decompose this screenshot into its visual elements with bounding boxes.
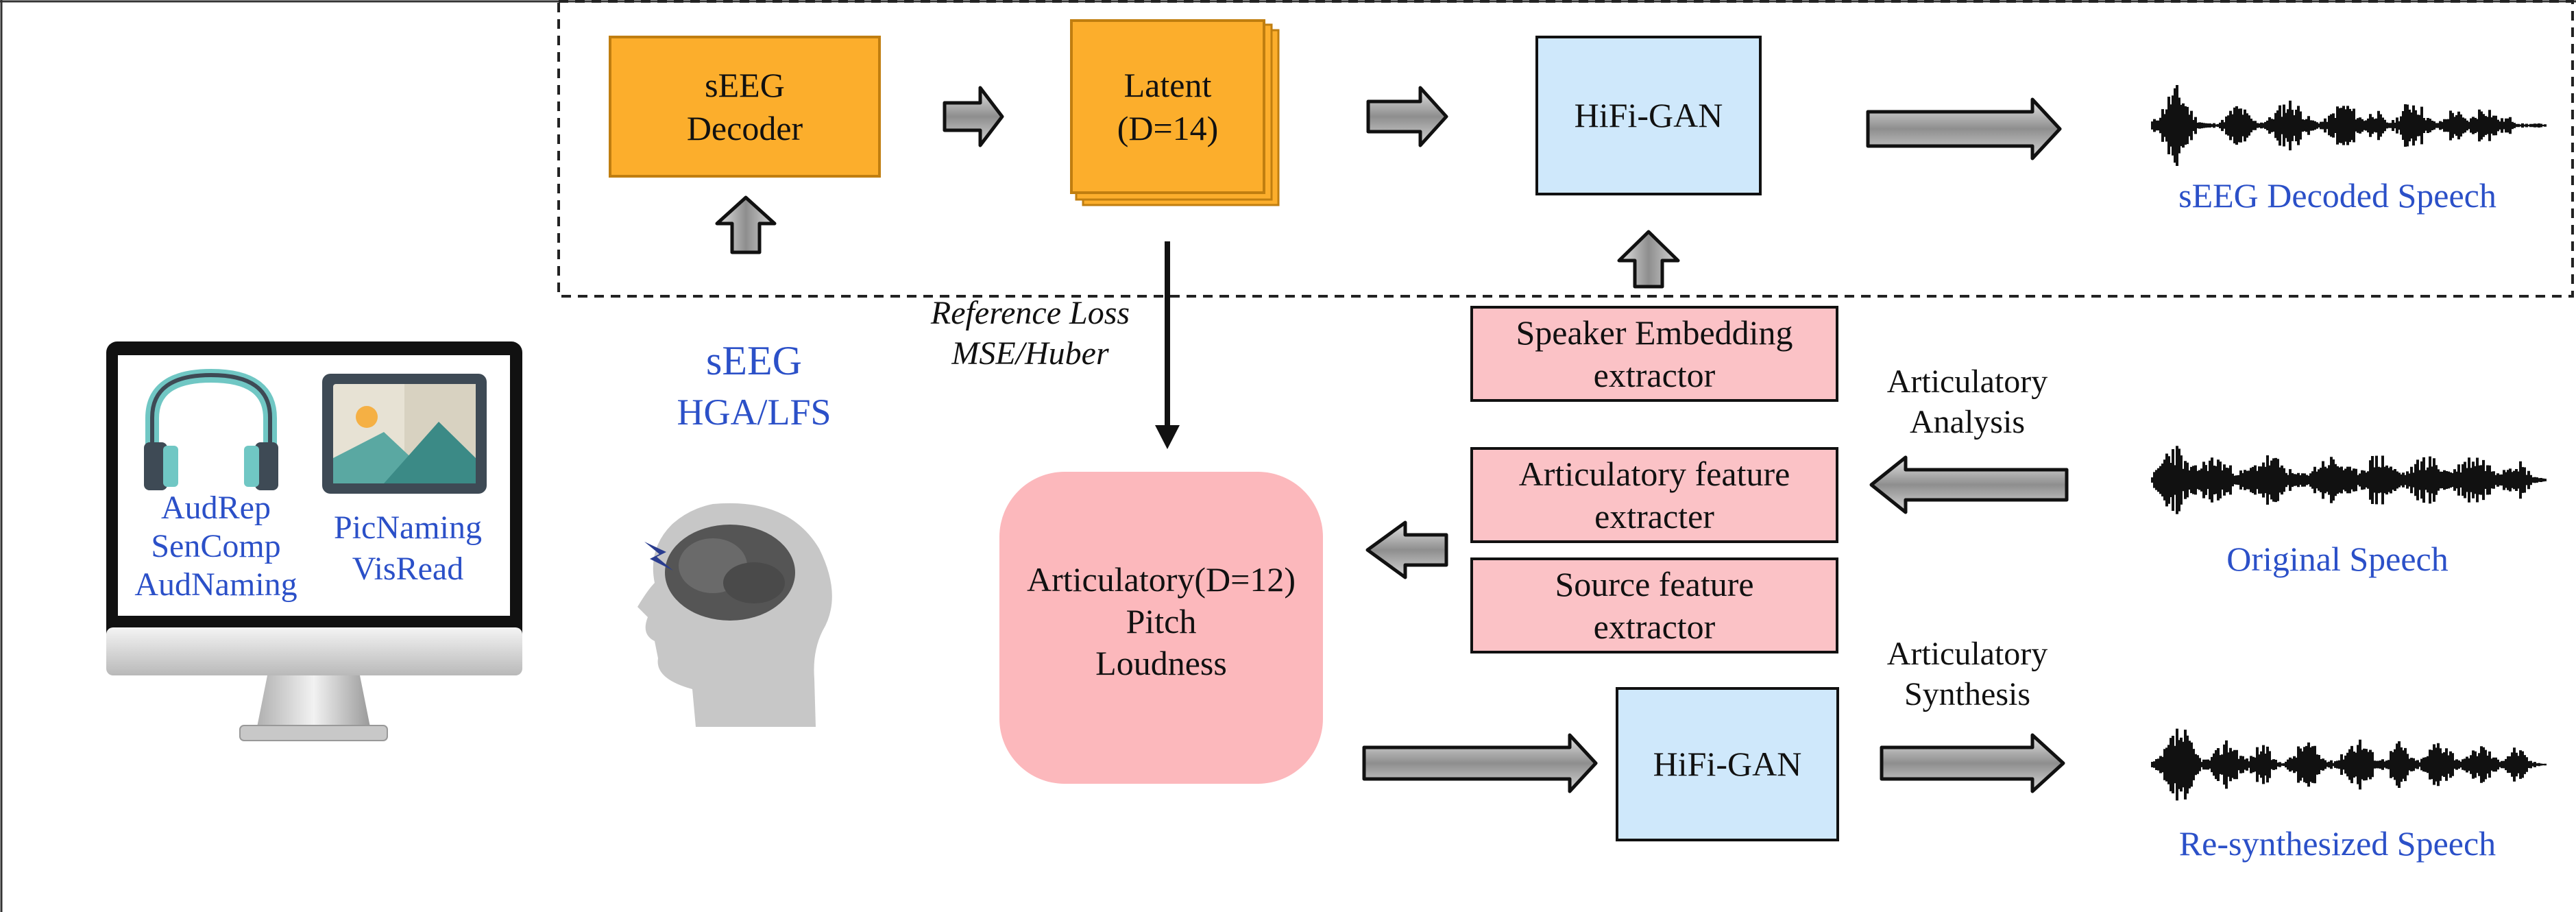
reference-loss-label: Reference Loss MSE/Huber (903, 293, 1157, 374)
task-picnaming: PicNaming (334, 509, 482, 546)
hifigan-top-label: HiFi-GAN (1574, 96, 1723, 135)
hifigan-bottom-box: HiFi-GAN (1616, 687, 1839, 841)
visual-tasks-label: PicNaming VisRead (315, 507, 500, 590)
features-line2: Pitch (1126, 602, 1197, 640)
speaker-embedding-line1: Speaker Embedding (1516, 313, 1793, 352)
task-sencomp: SenComp (151, 528, 281, 565)
analysis-line2: Analysis (1910, 403, 2025, 440)
monitor-stand (257, 675, 370, 727)
reference-loss-arrowhead (1155, 425, 1180, 449)
features-box (999, 472, 1323, 784)
latent-label-line1: Latent (1123, 66, 1212, 104)
synthesis-line2: Synthesis (1904, 675, 2031, 712)
arrow-features-to-hifigan (1362, 733, 1598, 793)
original-speech-waveform (2151, 446, 2547, 514)
hifigan-bottom-label: HiFi-GAN (1653, 745, 1802, 784)
arrow-decoder-to-latent (943, 86, 1004, 147)
decoding-region-border (557, 0, 2574, 298)
articulatory-analysis-label: Articulatory Analysis (1851, 362, 2084, 442)
reference-loss-line1: Reference Loss (930, 295, 1130, 331)
analysis-line1: Articulatory (1886, 363, 2048, 400)
monitor-base (239, 725, 388, 741)
auditory-tasks-label: AudRep SenComp AudNaming (117, 489, 315, 604)
seeg-decoder-box: sEEG Decoder (609, 36, 881, 178)
seeg-signal-line2: HGA/LFS (677, 392, 831, 433)
resynth-speech-waveform (2151, 728, 2547, 801)
reference-loss-line2: MSE/Huber (951, 335, 1109, 372)
arrow-speaker-to-hifigan (1617, 230, 1680, 289)
hifigan-top-box: HiFi-GAN (1535, 36, 1762, 195)
arrow-hifigan-to-decoded (1866, 97, 2062, 160)
picture-icon (322, 374, 487, 494)
resynth-speech-label: Re-synthesized Speech (2178, 824, 2496, 863)
arrow-seeg-to-decoder (715, 195, 777, 254)
synthesis-line1: Articulatory (1886, 636, 2048, 672)
features-line1: Articulatory(D=12) (1027, 560, 1296, 599)
headphones-icon (144, 368, 278, 490)
speaker-embedding-line2: extractor (1593, 356, 1716, 394)
source-extractor-line2: extractor (1593, 608, 1716, 646)
seeg-signal-line1: sEEG (706, 338, 802, 383)
seeg-signal-label: sEEG HGA/LFS (637, 336, 871, 436)
arrow-latent-to-hifigan (1366, 86, 1448, 147)
task-audrep: AudRep (161, 490, 271, 526)
task-audnaming: AudNaming (134, 566, 297, 603)
monitor-chin (106, 627, 522, 675)
articulatory-extractor-line1: Articulatory feature (1518, 454, 1790, 493)
decoded-speech-waveform (2151, 85, 2547, 166)
arrow-original-to-extractors (1869, 455, 2069, 514)
seeg-decoder-label-line2: Decoder (686, 108, 803, 147)
articulatory-extractor-line2: extracter (1594, 497, 1714, 536)
arrow-extractors-to-features (1365, 520, 1448, 579)
original-speech-label: Original Speech (2226, 540, 2449, 578)
decoded-speech-label: sEEG Decoded Speech (2178, 176, 2496, 215)
seeg-decoder-label-line1: sEEG (705, 66, 785, 104)
latent-box: Latent (D=14) (1070, 19, 1265, 194)
source-extractor-line1: Source feature (1555, 564, 1754, 603)
head-silhouette (637, 503, 832, 727)
task-visread: VisRead (352, 551, 464, 587)
articulatory-extractor-box: Articulatory feature extracter (1470, 447, 1838, 543)
features-line3: Loudness (1095, 644, 1227, 682)
articulatory-synthesis-label: Articulatory Synthesis (1851, 634, 2084, 715)
source-extractor-box: Source feature extractor (1470, 557, 1838, 653)
arrow-hifigan-to-resynth (1880, 733, 2065, 793)
speaker-embedding-box: Speaker Embedding extractor (1470, 306, 1838, 402)
latent-label-line2: (D=14) (1117, 108, 1219, 147)
features-label: Articulatory(D=12) Pitch Loudness (999, 559, 1323, 684)
